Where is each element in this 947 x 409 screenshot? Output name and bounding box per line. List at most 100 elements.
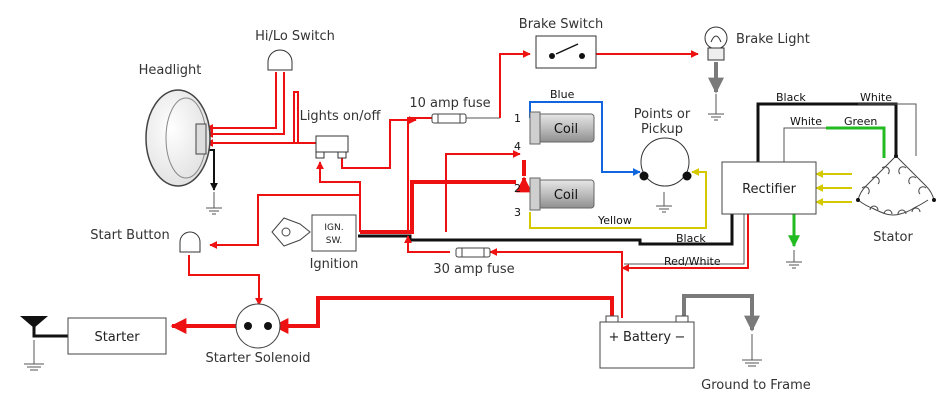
wire-fuse10-brake [499,50,531,118]
fuse-30amp [455,247,491,258]
points-label-1: Points or [634,107,691,122]
wire-blue [529,101,641,176]
terminal-3: 3 [514,206,521,219]
terminal-2: 2 [514,182,521,195]
brake-light-label: Brake Light [736,32,810,47]
ignition-label-2: SW. [326,236,342,246]
wire-30fuse-right [489,248,623,318]
solenoid-term-r [264,322,272,330]
points-label-2: Pickup [641,122,683,137]
headlight [145,89,211,187]
start-button-label: Start Button [90,228,169,243]
wire-hilo-headlight-2 [205,72,285,138]
hilo-switch-dome [267,49,293,71]
wire-redwhite [621,214,749,272]
wire-fuse10-left [407,117,432,232]
stator-loops [861,166,927,215]
ground-icon-points [656,205,672,213]
starter-solenoid-label: Starter Solenoid [205,351,310,366]
wire-label-green: Green [844,115,877,128]
wire-green [826,126,886,158]
brake-light-bulb [704,26,728,50]
ignition-label: Ignition [310,257,359,272]
starter-ground-arrow [20,316,48,328]
hilo-switch[interactable] [267,49,293,71]
wire-battery-solenoid [272,296,614,334]
stator-node-top [894,154,898,158]
wire-label-blue: Blue [550,88,575,101]
ignition-label-1: IGN. [324,223,343,233]
ignition-switch[interactable] [271,214,357,252]
fuse-30amp-body [455,247,491,258]
terminal-1: 1 [514,112,521,125]
points-contact-r [682,171,692,181]
stator-label: Stator [873,230,913,245]
rectifier-label: Rectifier [742,182,796,197]
battery-plus: + [609,330,620,345]
brake-light-base [707,47,725,61]
wire-30fuse-left [404,235,450,253]
battery-box [599,321,695,369]
starter-ground-icon [20,316,48,371]
wire-black-top [756,102,898,162]
starter-solenoid [235,303,281,349]
brake-light-filament [710,35,722,43]
fuse-10amp-body [431,113,467,124]
wires [32,50,917,338]
lights-switch-term2 [337,151,347,159]
start-button[interactable] [179,231,201,253]
points-circle [640,137,690,187]
hilo-switch-label: Hi/Lo Switch [255,29,335,44]
brake-light [704,26,728,61]
ground-icon-headlight [206,192,222,215]
coil-bottom [529,177,595,211]
wire-yellow [529,168,707,229]
fuse-10amp [431,113,467,124]
wire-white-inner [783,127,826,162]
brake-switch-contact-b [579,53,585,59]
headlight-lens [145,89,211,187]
ground-icon-brakelight [708,94,724,121]
stator [856,154,936,216]
solenoid-term-l [244,322,252,330]
brake-switch-contact-a [549,53,555,59]
wire-ign-startbutton [209,194,361,249]
wire-hilo-feed [294,91,299,143]
rectifier [721,161,817,215]
wire-hilo-headlight-1 [205,72,277,132]
wire-ign-coils [360,180,516,234]
wire-label-yellow: Yellow [597,214,632,227]
battery-label: Battery [623,330,671,345]
terminal-4: 4 [514,140,521,153]
starter-box [67,317,167,355]
fuse-10amp-label: 10 amp fuse [409,96,490,111]
wire-lights-out [341,116,417,169]
rectifier-box [721,161,817,215]
battery [599,315,695,369]
brake-switch-body [535,35,597,69]
brake-switch-lever [555,43,579,55]
brake-switch[interactable] [535,35,597,69]
battery-minus: − [675,330,686,345]
headlight-terminal [195,123,207,155]
wire-label-white-top: White [860,91,892,104]
lights-switch[interactable] [315,135,349,159]
wire-battery-ground [682,294,760,332]
wire-label-white-inner: White [790,115,822,128]
ground-symbols [206,94,802,367]
fuse-30amp-label: 30 amp fuse [433,262,514,277]
lights-switch-term1 [315,151,325,159]
battery-term-neg [675,315,689,323]
ground-icon-rectifier [786,250,802,269]
battery-term-pos [605,315,619,323]
ignition-body [311,214,357,252]
key-hole-icon [281,227,291,237]
starter [67,317,167,355]
points-contact-l [639,171,649,181]
points-pickup [639,137,692,187]
stator-node-r [932,198,936,202]
coil-bottom-label: Coil [554,188,578,203]
key-icon [271,217,311,247]
coil-top-label: Coil [554,122,578,137]
wire-startbutton-solenoid [188,255,263,306]
